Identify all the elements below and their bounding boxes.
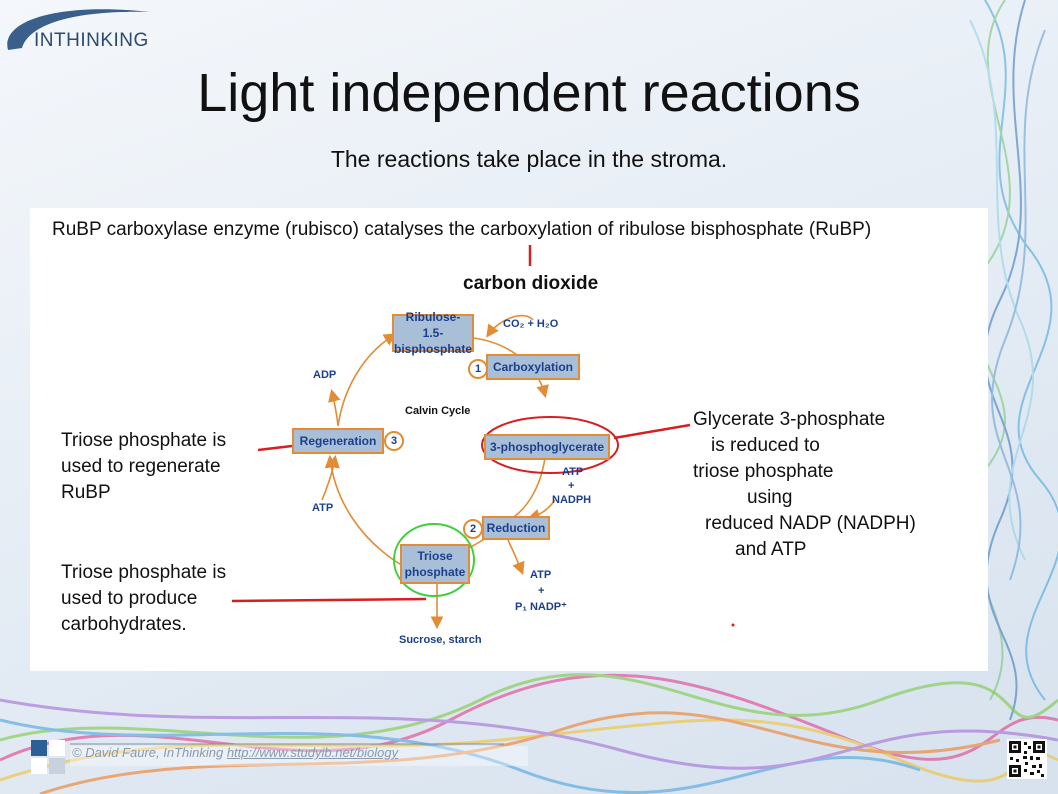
carbon-dioxide-label: carbon dioxide <box>463 273 599 294</box>
carbohydrates-note: Triose phosphate is used to produce carb… <box>61 562 227 635</box>
logo-text: INTHINKING <box>34 30 149 51</box>
reduction-note: Glycerate 3-phosphate is reduced to trio… <box>693 409 916 560</box>
calvin-cycle-label: Calvin Cycle <box>405 405 471 417</box>
arrow-co2-in <box>486 314 534 338</box>
arrow-atp-out <box>507 539 525 575</box>
label-atp-out: ATP <box>530 569 552 581</box>
label-sucrose-starch: Sucrose, starch <box>399 634 482 646</box>
box-rubp: Ribulose- 1.5-bisphosphate <box>392 310 474 356</box>
arrow-pga-to-reduction <box>511 457 546 519</box>
box-carboxylation: Carboxylation <box>486 354 580 380</box>
label-atp-regen: ATP <box>312 502 334 514</box>
box-reduction: Reduction <box>482 516 550 540</box>
label-pi-nadp: P₁ NADP⁺ <box>515 601 567 613</box>
highlight-triose <box>393 523 475 597</box>
highlight-pga <box>481 416 619 474</box>
label-nadph: NADPH <box>552 494 592 506</box>
arrow-adp-out <box>328 388 341 426</box>
step-3-badge: 3 <box>384 431 404 451</box>
pointer-carbohydrates <box>231 597 427 603</box>
label-atp-in: ATP <box>562 466 584 478</box>
box-regeneration: Regeneration <box>292 428 384 454</box>
footer-link[interactable]: http://www.studyib.net/biology <box>226 745 399 760</box>
qr-code-icon <box>1007 739 1047 779</box>
regeneration-note: Triose phosphate is used to regenerate R… <box>61 430 227 503</box>
arrow-triose-to-regen <box>324 454 404 567</box>
box-pga: 3-phosphoglycerate <box>484 434 610 460</box>
arrow-regen-to-rubp <box>337 333 397 427</box>
pointer-regeneration <box>257 444 293 452</box>
slide-title: Light independent reactions <box>197 63 861 123</box>
step-2-badge: 2 <box>463 519 483 539</box>
step-1-badge: 1 <box>468 359 488 379</box>
footer-credit: © David Faure, InThinking http://www.stu… <box>72 745 399 760</box>
label-adp: ADP <box>313 369 337 381</box>
label-plus-in: + <box>568 480 575 492</box>
logo-swoosh <box>7 9 151 50</box>
label-plus-out: + <box>538 585 545 597</box>
slide-subtitle: The reactions take place in the stroma. <box>330 146 728 172</box>
label-co2-h2o: CO₂ + H₂O <box>503 318 559 330</box>
arrow-atp-in <box>321 454 340 501</box>
pointer-reduction <box>613 423 691 440</box>
headline-text: RuBP carboxylase enzyme (rubisco) cataly… <box>52 219 872 240</box>
